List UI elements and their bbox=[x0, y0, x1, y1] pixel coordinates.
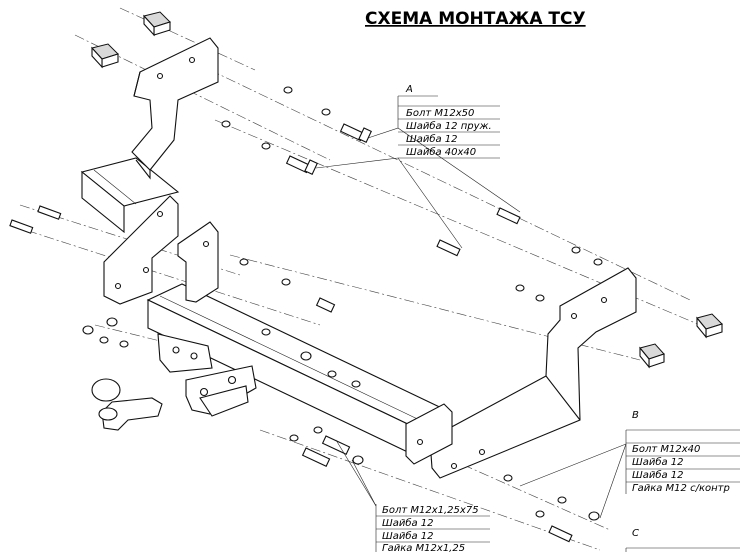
washer bbox=[557, 496, 567, 504]
bolt bbox=[37, 205, 62, 220]
callout-b-item: Шайба 12 bbox=[632, 456, 684, 468]
bolt bbox=[321, 435, 351, 455]
bolt bbox=[315, 297, 336, 313]
callout-c-letter: C bbox=[632, 528, 639, 539]
leader-lines bbox=[315, 95, 627, 519]
callout-d-item: Гайка М12х1,25 bbox=[382, 543, 465, 552]
bolt bbox=[548, 525, 573, 543]
diagram-title: СХЕМА МОНТАЖА ТСУ bbox=[365, 9, 586, 29]
bolt bbox=[436, 239, 461, 257]
washer bbox=[239, 258, 249, 266]
callout-d-item: Шайба 12 bbox=[382, 517, 434, 529]
right-bracket bbox=[429, 267, 637, 479]
callout-b-item: Гайка М12 с/контр bbox=[632, 483, 730, 494]
callout-a-item: Шайба 12 bbox=[406, 133, 458, 145]
washer bbox=[571, 246, 581, 254]
washer bbox=[321, 108, 331, 116]
washer bbox=[261, 142, 271, 150]
callout-b-item: Болт М12х40 bbox=[632, 444, 700, 455]
washer bbox=[281, 278, 291, 286]
left-mid-bracket bbox=[103, 195, 179, 305]
washer bbox=[351, 380, 361, 388]
bolt bbox=[301, 447, 331, 467]
rear-crossbar bbox=[80, 157, 180, 234]
callout-d-item: Шайба 12 bbox=[382, 530, 434, 542]
ball-mount-plates bbox=[157, 333, 257, 417]
bolt bbox=[496, 207, 521, 225]
nut bbox=[352, 455, 364, 465]
callout-d-item: Болт М12х1,25х75 bbox=[382, 505, 479, 516]
nut bbox=[82, 325, 94, 335]
washer bbox=[515, 284, 525, 292]
washer bbox=[261, 328, 271, 336]
washer bbox=[503, 474, 513, 482]
nut bbox=[588, 511, 600, 521]
washer bbox=[313, 426, 323, 434]
callout-c: C bbox=[625, 528, 740, 552]
callout-a-item: Шайба 40х40 bbox=[406, 146, 476, 158]
left-upper-bracket bbox=[131, 37, 219, 180]
left-inner-bracket bbox=[177, 221, 219, 303]
tow-ball bbox=[91, 378, 163, 431]
callout-d: Болт М12х1,25х75 Шайба 12 Шайба 12 Гайка… bbox=[375, 504, 490, 552]
washer bbox=[119, 340, 129, 348]
callout-a: A Болт М12х50 Шайба 12 пруж. Шайба 12 Ша… bbox=[398, 84, 500, 159]
washer bbox=[283, 86, 293, 94]
washer bbox=[327, 370, 337, 378]
bolt bbox=[339, 123, 372, 143]
square-washers bbox=[91, 11, 723, 369]
callout-b: B Болт М12х40 Шайба 12 Шайба 12 Гайка М1… bbox=[625, 410, 740, 494]
nut bbox=[106, 317, 118, 327]
callout-a-item: Болт М12х50 bbox=[406, 108, 474, 119]
right-end-plate bbox=[405, 403, 453, 465]
callout-a-letter: A bbox=[405, 84, 413, 95]
callout-b-item: Шайба 12 bbox=[632, 469, 684, 481]
washer bbox=[535, 510, 545, 518]
washer bbox=[593, 258, 603, 266]
washer bbox=[535, 294, 545, 302]
nut bbox=[300, 351, 312, 361]
callout-b-letter: B bbox=[632, 410, 639, 421]
bolt bbox=[285, 155, 318, 175]
fasteners bbox=[9, 86, 603, 543]
washer bbox=[289, 434, 299, 442]
callout-a-item: Шайба 12 пруж. bbox=[406, 120, 492, 132]
washer bbox=[221, 120, 231, 128]
washer bbox=[99, 336, 109, 344]
bolt bbox=[9, 219, 34, 234]
